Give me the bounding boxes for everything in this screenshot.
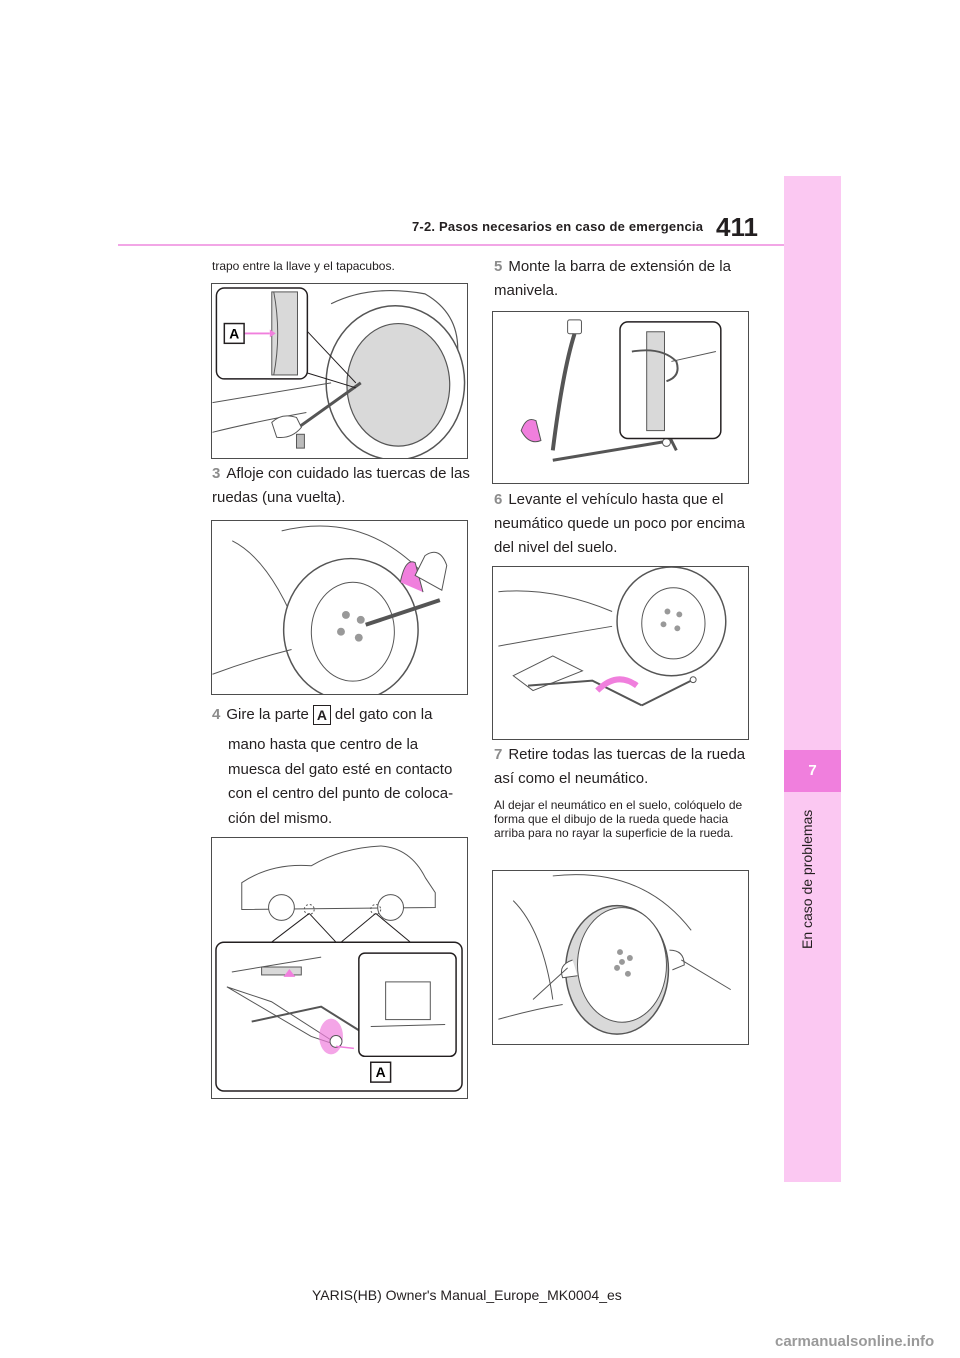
figure-extension-bar — [492, 311, 749, 484]
figure-jack-position: A — [211, 837, 468, 1099]
loosen-nuts-illustration — [212, 525, 448, 694]
lift-vehicle-illustration — [498, 567, 727, 707]
chapter-title: En caso de problemas — [799, 810, 815, 950]
step-3-text: Afloje con cuidado las tuercas de las ru… — [212, 465, 470, 506]
step-4-text-b: del gato con la — [334, 706, 433, 723]
figure-remove-tire — [492, 870, 749, 1045]
figure1-label-a: A — [229, 325, 239, 341]
step-4-text-rest: mano hasta que centro de la muesca del g… — [228, 736, 454, 827]
watermark: carmanualsonline.info — [775, 1333, 935, 1350]
chapter-side-tab — [784, 176, 841, 1182]
extension-bar-illustration — [520, 319, 722, 462]
step-7-number: 7 — [494, 746, 503, 763]
step-5-text: Monte la barra de extensión de la manive… — [494, 258, 731, 299]
figure-hubcap-removal: A — [211, 283, 468, 459]
page-number: 411 — [716, 212, 758, 242]
chapter-number: 7 — [808, 762, 817, 779]
step-4-number: 4 — [212, 706, 221, 723]
step-7-note: Al dejar el neumático en el suelo, colóq… — [494, 798, 743, 840]
step-7-text: Retire todas las tuercas de la rueda así… — [494, 746, 746, 787]
figure-lift-vehicle — [492, 566, 749, 740]
header-divider — [118, 244, 841, 246]
figure-loosen-nuts — [211, 520, 468, 695]
manual-id-footer: YARIS(HB) Owner's Manual_Europe_MK0004_e… — [312, 1287, 622, 1303]
step-3-number: 3 — [212, 465, 221, 482]
step-6-text: Levante el vehículo hasta que el neumáti… — [494, 491, 746, 556]
chapter-number-tab — [784, 750, 841, 792]
hubcap-illustration: A — [212, 287, 466, 458]
step-5-number: 5 — [494, 258, 503, 275]
jack-position-illustration: A — [215, 845, 463, 1092]
step-4-text-a: Gire la parte — [226, 706, 309, 723]
step-6-number: 6 — [494, 491, 503, 508]
remove-tire-illustration — [498, 874, 731, 1035]
intro-text: trapo entre la llave y el tapacubos. — [212, 259, 395, 273]
step-4-part-label: A — [312, 705, 331, 726]
section-title: 7-2. Pasos necesarios en caso de emergen… — [412, 219, 704, 234]
figure3-label-a: A — [376, 1064, 386, 1080]
